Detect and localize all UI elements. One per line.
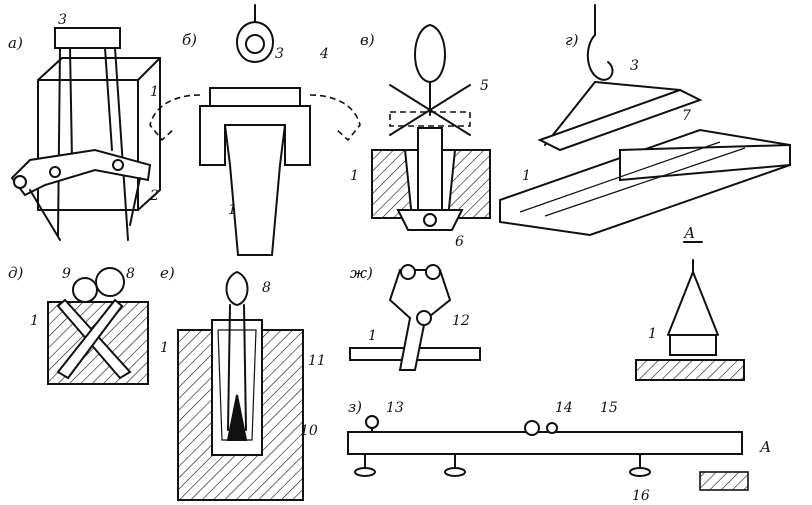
panel-z-label-14: 14 — [555, 400, 573, 416]
inner-trough-7 — [619, 143, 791, 182]
crane-hook — [586, 34, 614, 81]
panel-zh-letter: ж) — [350, 264, 373, 282]
panel-z-letter: з) — [348, 398, 362, 416]
tong-arm-right — [56, 298, 124, 380]
panel-v-wedge-grip: в) 5 1 6 — [350, 23, 491, 250]
panel-e-label-1: 1 — [160, 340, 169, 356]
panel-z-label-13: 13 — [386, 400, 404, 416]
panel-b-tapered-gripper: б) 3 4 1 — [149, 4, 361, 256]
panel-g-label-1: 1 — [522, 168, 531, 184]
panel-e-borehole-anchor: е) 8 1 11 10 — [160, 264, 326, 501]
lifting-loop — [414, 23, 446, 84]
panel-zh-label-1: 1 — [368, 328, 377, 344]
tapered-block-1 — [223, 124, 287, 256]
panel-z-label-a: А — [759, 438, 771, 456]
panel-a-block-gripper: а) 3 1 2 — [8, 12, 161, 241]
panel-a-label-2: 2 — [149, 188, 159, 204]
detail-a-lifting-eye: А 1 — [635, 224, 745, 381]
panel-a-label-3: 3 — [58, 12, 67, 28]
panel-b-label-4: 4 — [319, 46, 329, 62]
panel-b-label-3: 3 — [275, 46, 284, 62]
panel-zh-label-12: 12 — [452, 313, 470, 329]
panel-d-letter: д) — [8, 264, 24, 282]
panel-g-label-7: 7 — [682, 108, 691, 124]
panel-v-label-1: 1 — [350, 168, 359, 184]
panel-b-letter: б) — [182, 31, 197, 49]
panel-d-label-8: 8 — [126, 266, 135, 282]
cross-bar-3 — [209, 87, 301, 107]
yoke-beam-3 — [54, 27, 121, 49]
support-detail-a — [699, 471, 749, 491]
lifting-clamp-body — [669, 334, 717, 356]
panel-g-trough-sling: г) 3 7 1 — [499, 4, 791, 237]
panel-a-letter: а) — [8, 34, 23, 52]
panel-g-label-3: 3 — [630, 58, 639, 74]
detail-a-slab-1 — [635, 359, 745, 381]
panel-d-scissor-tongs: д) 9 8 1 — [8, 264, 149, 385]
leg-16 — [629, 467, 651, 477]
panel-z-label-16: 16 — [632, 488, 650, 504]
panel-zh-pincer-clamp: ж) 1 12 — [349, 264, 481, 371]
crossbar-5 — [389, 111, 471, 127]
panel-v-label-5: 5 — [480, 78, 489, 94]
panel-a-label-1: 1 — [150, 84, 159, 100]
wedge-shaft — [417, 127, 443, 219]
panel-g-letter: г) — [565, 31, 579, 49]
panel-z-spreader-beam: з) 13 14 15 16 А — [347, 398, 771, 504]
ring-8 — [95, 267, 125, 297]
beam-15 — [347, 431, 743, 455]
panel-e-label-10: 10 — [300, 423, 318, 439]
panel-d-label-9: 9 — [62, 266, 71, 282]
wedge-10 — [226, 394, 248, 441]
panel-v-label-6: 6 — [455, 234, 464, 250]
open-jaw-right-outline — [309, 94, 361, 142]
ribbed-sleeve — [217, 329, 257, 441]
gauge-13 — [365, 415, 379, 429]
winch-14 — [524, 420, 540, 436]
panel-z-label-15: 15 — [600, 400, 618, 416]
panel-e-label-8: 8 — [262, 280, 271, 296]
panel-e-letter: е) — [160, 264, 175, 282]
detail-a-title: А — [683, 224, 695, 242]
panel-b-label-1: 1 — [228, 202, 237, 218]
top-beam-3 — [537, 88, 703, 152]
block-front-face — [37, 79, 139, 211]
panel-d-label-1: 1 — [30, 313, 39, 329]
open-jaw-left-outline — [149, 94, 201, 142]
ring-9 — [72, 277, 98, 303]
panel-e-label-11: 11 — [308, 353, 326, 369]
detail-a-label-1: 1 — [648, 326, 657, 342]
panel-v-letter: в) — [360, 31, 375, 49]
anchor-eye-8 — [225, 270, 249, 307]
clamp-frame-2 — [10, 148, 152, 197]
